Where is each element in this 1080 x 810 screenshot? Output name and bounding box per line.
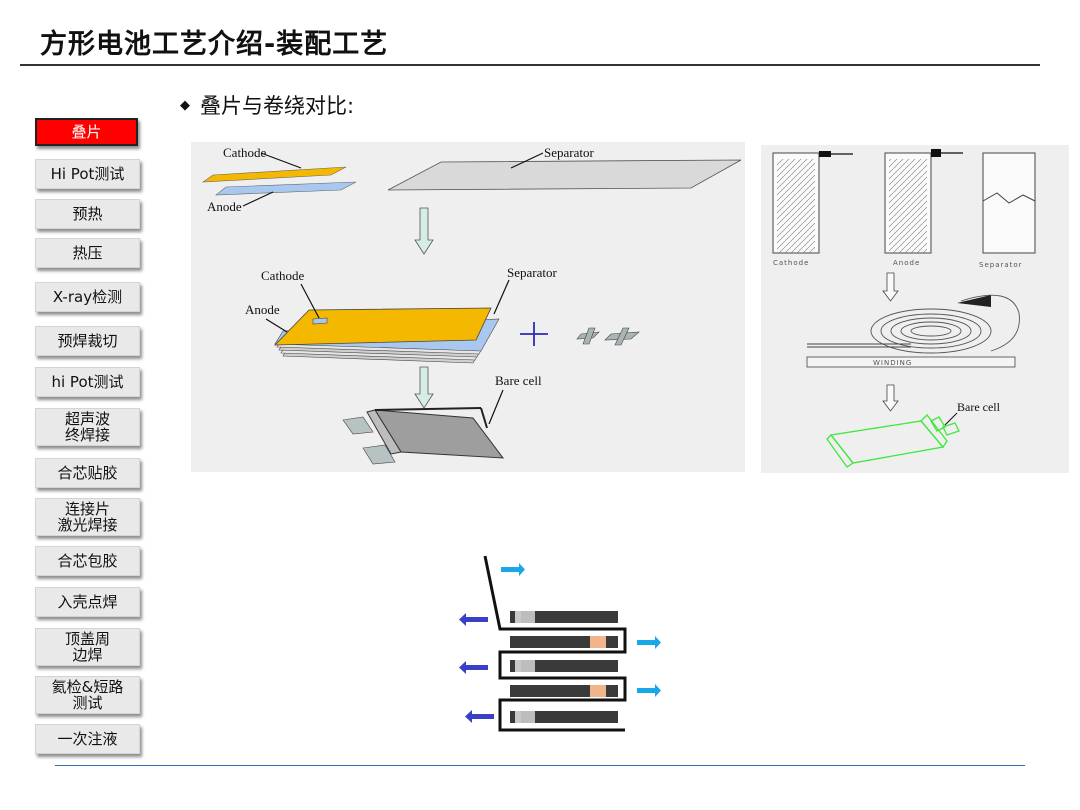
bare-cell-wound [826,414,960,468]
right-arrows [501,563,661,697]
nav-button-cap-weld[interactable]: 顶盖周边焊 [35,628,140,666]
nav-button-pre-weld-cut[interactable]: 预焊裁切 [35,326,140,356]
down-arrow-icon [414,366,434,409]
anode-pointer-2 [265,318,288,333]
winding-mandrel-bar [806,356,1016,368]
label-anode-2: Anode [245,302,280,317]
label-separator: Separator [544,145,594,160]
label-bare-cell-w: Bare cell [957,400,1001,414]
left-arrows [459,613,494,723]
nav-button-laser-weld[interactable]: 连接片激光焊接 [35,498,140,536]
nav-button-xray[interactable]: X-ray检测 [35,282,140,312]
nav-button-core-taping[interactable]: 合芯贴胶 [35,458,140,488]
bare-cell-pointer-w [944,412,958,426]
nav-button-helium-test[interactable]: 氦检&短路测试 [35,676,140,714]
cathode-tab [819,151,831,157]
label-cathode-w: Cathode [773,259,809,267]
nav-button-hipot-test[interactable]: Hi Pot测试 [35,159,140,189]
label-winding: WINDING [873,359,912,367]
label-cathode: Cathode [223,145,267,160]
winding-diagram-svg: Cathode Anode Separator WINDING [772,149,1036,468]
label-anode: Anode [207,199,242,214]
down-arrow-icon [882,272,899,302]
footer-divider [55,765,1025,766]
label-bare-cell: Bare cell [495,373,542,388]
nav-button-first-injection[interactable]: 一次注液 [35,724,140,754]
down-arrow-icon [882,384,899,412]
section-heading: ◆ 叠片与卷绕对比: [180,90,354,120]
electrode-plates [510,611,618,723]
stacking-diagram: Cathode Anode Separator Cathode Anode Se… [191,142,745,472]
plus-icon [520,322,548,346]
anode-tab [931,149,941,157]
separator-path [483,555,627,732]
label-anode-w: Anode [893,259,920,267]
label-cathode-2: Cathode [261,268,305,283]
zigzag-stacking-schematic [455,552,670,734]
winding-coil [807,294,1020,354]
nav-button-stacking[interactable]: 叠片 [35,118,138,146]
separator-sheet [387,159,742,191]
cathode-pointer [260,152,302,169]
nav-button-ultrasonic-weld[interactable]: 超声波终焊接 [35,408,140,446]
zigzag-svg [459,555,661,732]
nav-button-hot-press[interactable]: 热压 [35,238,140,268]
separator-pointer-2 [493,279,510,315]
nav-button-case-spot-weld[interactable]: 入壳点焊 [35,587,140,617]
bare-cell-stacked [342,407,505,465]
page-title: 方形电池工艺介绍-装配工艺 [40,29,389,60]
anode-pointer [242,191,274,207]
label-separator-w: Separator [979,261,1023,269]
separator-pointer [510,152,544,169]
winding-diagram: Cathode Anode Separator WINDING [761,145,1069,473]
down-arrow-icon [414,207,434,255]
label-separator-2: Separator [507,265,557,280]
title-divider [20,64,1040,66]
tab-pieces [576,327,640,346]
nav-button-preheat[interactable]: 预热 [35,199,140,229]
stacked-layers [274,307,500,364]
section-heading-text: 叠片与卷绕对比: [200,94,355,118]
bare-cell-pointer [488,389,504,425]
wind-pointer-icon [957,295,991,307]
nav-button-hipot-test-2[interactable]: hi Pot测试 [35,367,140,397]
anode-sheet [215,181,357,196]
stacking-diagram-svg: Cathode Anode Separator Cathode Anode Se… [201,145,742,465]
cathode-pointer-2 [300,283,320,319]
cathode-sheet [201,166,347,183]
bullet-icon: ◆ [180,97,190,113]
nav-button-core-wrap[interactable]: 合芯包胶 [35,546,140,576]
